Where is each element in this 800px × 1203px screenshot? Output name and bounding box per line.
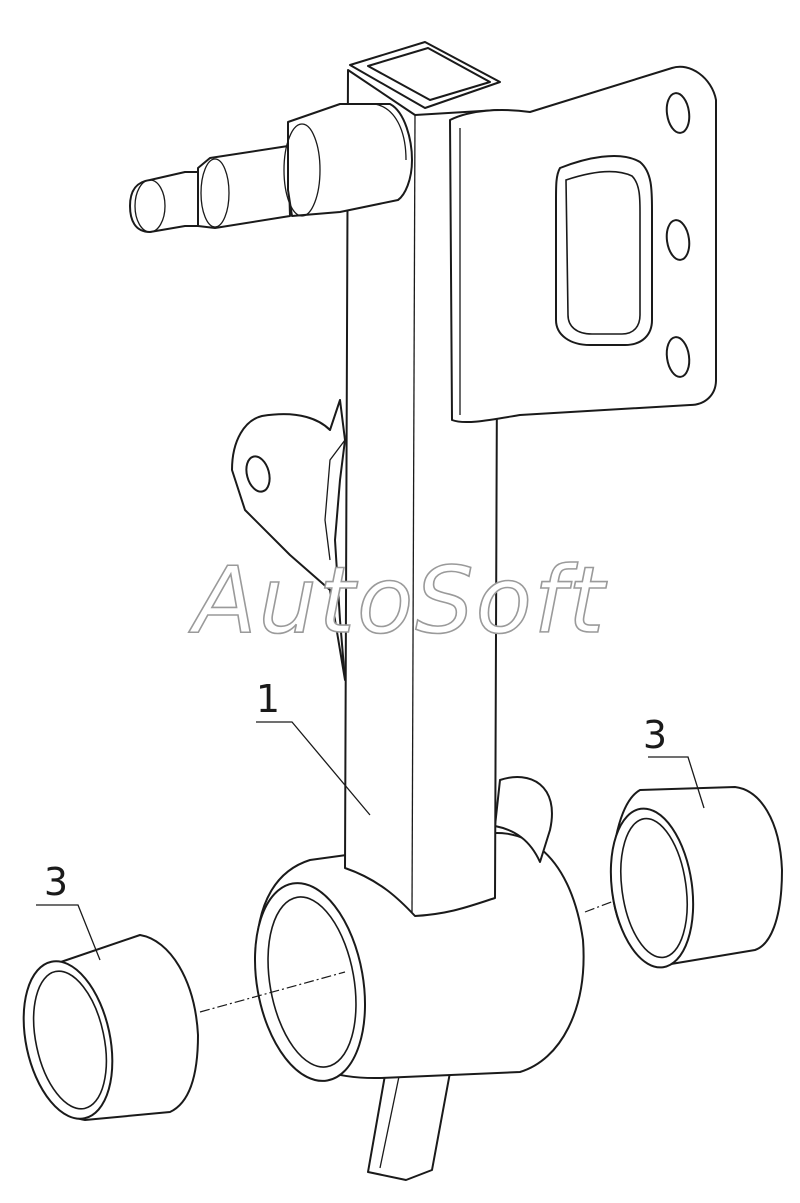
center-axis-line	[199, 971, 346, 1013]
mounting-plate	[449, 65, 717, 424]
callout-bushing-left: 3	[44, 860, 68, 904]
side-bracket	[231, 399, 346, 681]
watermark: AutoSoft	[189, 547, 608, 654]
leader-bushing-left	[36, 904, 101, 961]
bushing-left	[22, 934, 199, 1121]
stepped-shaft	[129, 103, 413, 233]
callout-arm: 1	[256, 677, 280, 721]
bushing-right	[609, 786, 783, 969]
callout-bushing-right: 3	[643, 713, 667, 757]
rear-lug	[494, 776, 553, 863]
leader-bushing-right	[648, 756, 705, 809]
leader-arm	[256, 721, 371, 816]
